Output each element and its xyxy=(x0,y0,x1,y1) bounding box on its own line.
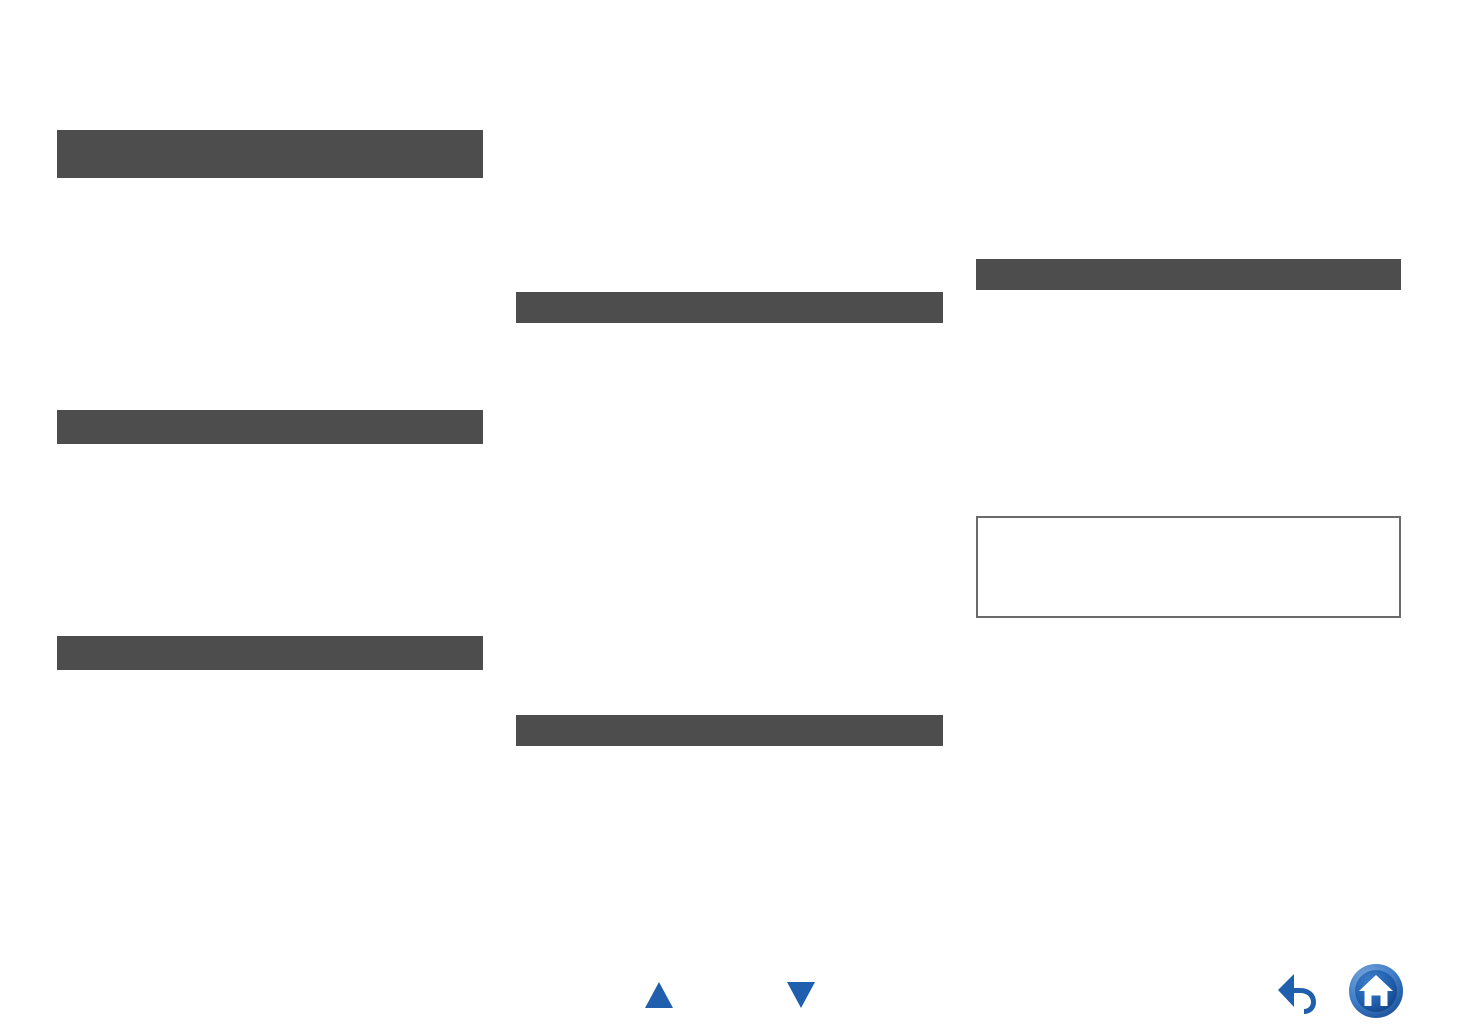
middle-heading-1 xyxy=(516,292,943,323)
middle-heading-2 xyxy=(516,715,943,746)
left-heading-2 xyxy=(57,410,483,444)
triangle-up-icon[interactable] xyxy=(645,982,673,1008)
left-heading-3 xyxy=(57,636,483,670)
left-heading-1 xyxy=(57,130,483,178)
right-heading-1 xyxy=(976,259,1401,290)
note-box xyxy=(976,516,1401,618)
home-icon[interactable] xyxy=(1348,963,1404,1019)
triangle-down-icon[interactable] xyxy=(787,982,815,1008)
back-arrow-icon[interactable] xyxy=(1276,968,1328,1020)
